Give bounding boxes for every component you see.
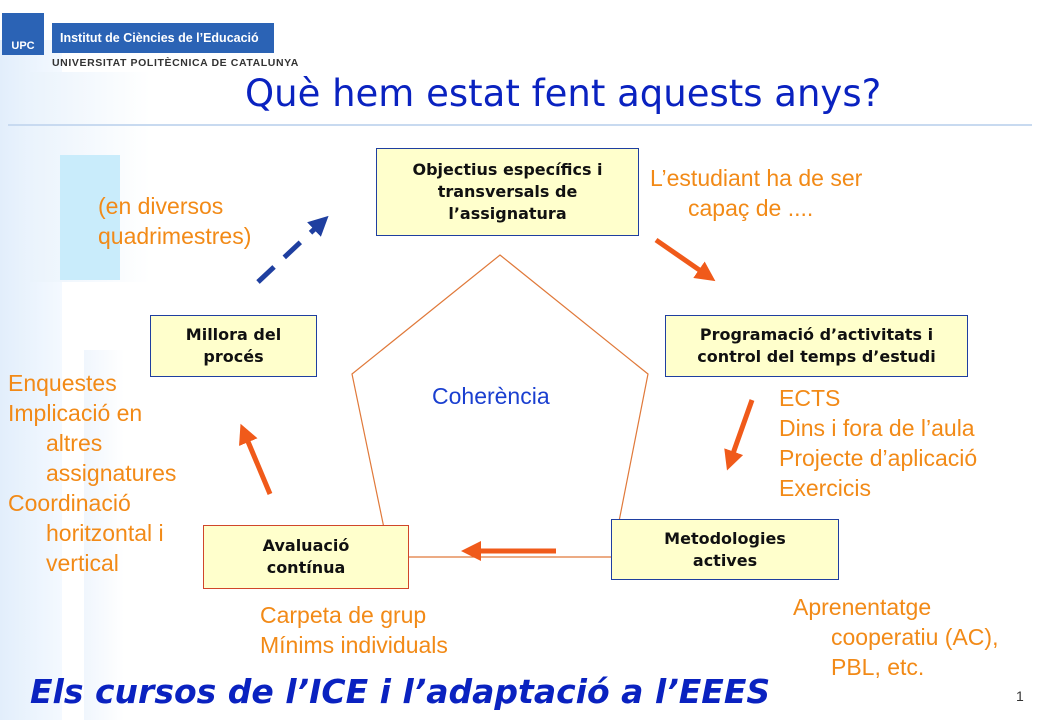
annotation-enquestes-line-4: assignatures	[46, 460, 177, 486]
arrow-programacio-to-metodologies	[724, 399, 755, 471]
logo: UPC Institut de Ciències de l’Educació U…	[0, 5, 298, 75]
annotation-estudiant: L’estudiant ha de ser capaç de ....	[650, 163, 862, 223]
arrow-millora-to-objectius	[256, 215, 329, 284]
annotation-enquestes-line-2: Implicació en	[8, 400, 143, 426]
node-programacio-line-2: control del temps d’estudi	[697, 347, 936, 366]
node-objectius-line-2: transversals de	[437, 182, 578, 201]
annotation-carpeta-line-1: Carpeta de grup	[260, 602, 427, 628]
node-avaluacio-line-2: contínua	[266, 558, 346, 577]
node-programacio: Programació d’activitats i control del t…	[665, 315, 968, 377]
annotation-enquestes-line-1: Enquestes	[8, 370, 117, 396]
node-objectius-line-1: Objectius específics i	[412, 160, 603, 179]
arrow-avaluacio-to-millora	[239, 423, 273, 495]
logo-name-band: Institut de Ciències de l’Educació	[52, 23, 274, 53]
node-avaluacio-line-1: Avaluació	[262, 536, 350, 555]
node-millora-line-1: Millora del	[185, 325, 282, 344]
annotation-enquestes-line-3: altres	[46, 430, 103, 456]
page-title: Què hem estat fent aquests anys?	[245, 72, 882, 115]
annotation-ects-line-1: ECTS	[779, 385, 841, 411]
annotation-diversos-line-2: quadrimestres)	[98, 223, 252, 249]
arrow-objectius-to-programacio	[654, 237, 716, 282]
emblem-text: UPC	[11, 40, 35, 52]
annotation-aprenentatge: Aprenentatge cooperatiu (AC), PBL, etc.	[793, 592, 998, 682]
node-metodologies-line-1: Metodologies	[664, 528, 786, 548]
footer-title: Els cursos de l’ICE i l’adaptació a l’EE…	[30, 672, 771, 711]
node-objectius-line-3: l’assignatura	[448, 204, 567, 223]
background-block-cyan	[60, 155, 120, 280]
annotation-diversos: (en diversos quadrimestres)	[98, 191, 251, 251]
annotation-ects: ECTS Dins i fora de l’aula Projecte d’ap…	[779, 383, 977, 503]
annotation-aprenentatge-line-3: PBL, etc.	[831, 654, 925, 680]
annotation-enquestes-line-6: horitzontal i	[46, 520, 164, 546]
annotation-estudiant-line-1: L’estudiant ha de ser	[650, 165, 863, 191]
annotation-carpeta-line-2: Mínims individuals	[260, 632, 448, 658]
annotation-aprenentatge-line-2: cooperatiu (AC),	[831, 624, 999, 650]
logo-university: UNIVERSITAT POLITÈCNICA DE CATALUNYA	[52, 57, 299, 69]
coherence-pentagon	[351, 254, 649, 558]
annotation-enquestes: Enquestes Implicació en altres assignatu…	[8, 368, 176, 578]
page-number: 1	[1016, 688, 1024, 704]
node-metodologies-line-2: actives	[692, 550, 758, 570]
annotation-carpeta: Carpeta de grup Mínims individuals	[260, 600, 448, 660]
node-metodologies: Metodologies actives	[611, 519, 839, 580]
annotation-aprenentatge-line-1: Aprenentatge	[793, 594, 932, 620]
background-strip	[84, 350, 124, 720]
node-millora: Millora del procés	[150, 315, 317, 377]
annotation-ects-line-3: Projecte d’aplicació	[779, 445, 978, 471]
node-millora-line-2: procés	[203, 347, 264, 366]
node-objectius: Objectius específics i transversals de l…	[376, 148, 639, 236]
node-programacio-line-1: Programació d’activitats i	[699, 325, 934, 344]
title-rule	[8, 124, 1032, 126]
upc-emblem: UPC	[2, 13, 44, 55]
annotation-enquestes-line-7: vertical	[46, 550, 119, 576]
annotation-estudiant-line-2: capaç de ....	[688, 195, 814, 221]
annotation-enquestes-line-5: Coordinació	[8, 490, 131, 516]
node-avaluacio: Avaluació contínua	[203, 525, 409, 589]
annotation-ects-line-2: Dins i fora de l’aula	[779, 415, 975, 441]
center-label: Coherència	[432, 383, 550, 409]
annotation-ects-line-4: Exercicis	[779, 475, 872, 501]
annotation-diversos-line-1: (en diversos	[98, 193, 224, 219]
